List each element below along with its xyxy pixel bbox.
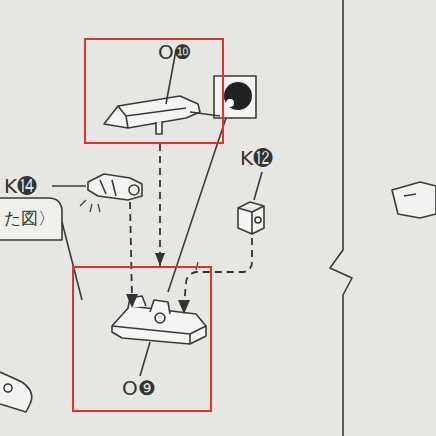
partial-part xyxy=(0,372,32,412)
arrowhead xyxy=(126,294,138,308)
assembly-arrow xyxy=(155,144,165,266)
leader-line xyxy=(254,172,262,200)
highlight-box: O❾ xyxy=(72,266,212,412)
part-number: O❿ xyxy=(158,42,192,62)
panel-divider xyxy=(330,0,352,436)
detail-dot xyxy=(224,82,252,110)
click-marks xyxy=(80,200,100,212)
callout-bubble xyxy=(0,198,62,240)
arrowhead xyxy=(178,300,190,314)
partial-part xyxy=(392,182,436,218)
part-o10-peg xyxy=(156,121,162,134)
assembly-arrow xyxy=(184,238,252,304)
part-number: K⓮ xyxy=(4,176,37,196)
part-number: K⓬ xyxy=(240,148,273,168)
callout-label: た図〉 xyxy=(4,210,55,227)
part-o9-socket xyxy=(155,313,165,323)
part-number: O❾ xyxy=(122,378,156,398)
highlight-box: O❿ xyxy=(84,38,224,144)
part-o9-edge xyxy=(112,326,206,344)
leader-line xyxy=(52,185,86,187)
part-k14-hole xyxy=(129,185,139,195)
detail-highlight xyxy=(226,99,234,107)
leader-line xyxy=(190,112,220,116)
part-o10-edge xyxy=(118,106,186,128)
part-o10 xyxy=(104,96,200,128)
part-k12-hole xyxy=(255,217,261,223)
leader-line xyxy=(140,342,150,376)
partial-part-hole xyxy=(4,384,12,392)
part-k12 xyxy=(238,202,264,234)
part-k14-detail xyxy=(100,180,116,196)
part-k14 xyxy=(88,174,142,200)
assembly-arrow xyxy=(130,202,132,298)
detail-box xyxy=(214,76,256,118)
